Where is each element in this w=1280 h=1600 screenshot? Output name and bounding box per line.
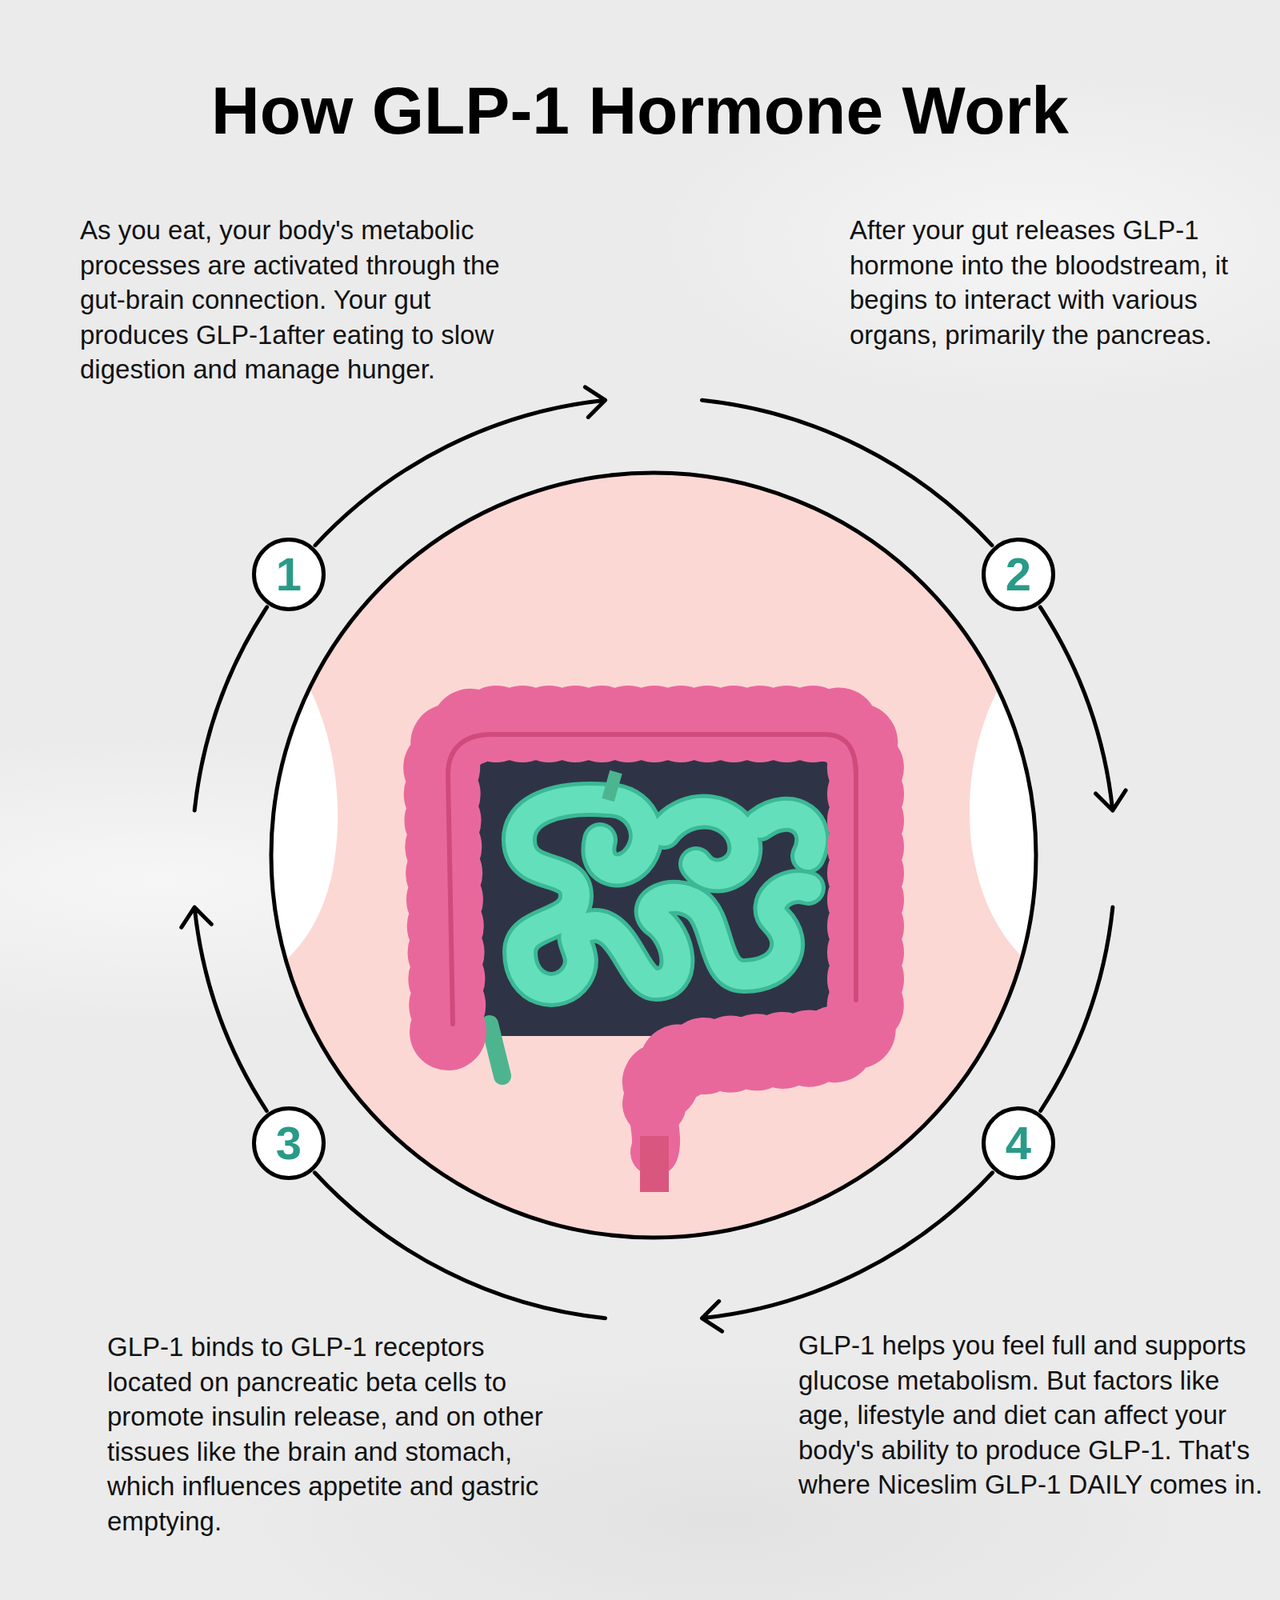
mesentery (608, 772, 616, 800)
cycle-arrow (314, 1172, 992, 1332)
cycle-arrow (1040, 607, 1126, 1112)
callout-number: 1 (276, 551, 302, 598)
torso-silhouette (240, 448, 1072, 1280)
appendix (489, 1024, 503, 1076)
cycle-arrow (315, 387, 992, 546)
step-description: After your gut releases GLP-1 hormone in… (849, 212, 1266, 352)
cycle-arrow-line (181, 607, 268, 1112)
small-intestine-outline (519, 799, 812, 990)
large-intestine (441, 724, 866, 1192)
step-description: GLP-1 helps you feel full and supports g… (798, 1328, 1267, 1503)
callout-number-circle: 1 (252, 537, 326, 612)
diagram-title: How GLP-1 Hormone Work (0, 73, 1280, 148)
cycle-arrow-line (314, 1172, 992, 1332)
cycle-arrow-line (315, 387, 992, 546)
callout-number-circle: 2 (981, 537, 1056, 612)
callout-number-circle: 3 (252, 1106, 326, 1180)
callout-number-circle: 4 (981, 1106, 1056, 1180)
step-description: GLP-1 binds to GLP-1 receptors located o… (107, 1329, 556, 1539)
callout-number: 4 (1005, 1120, 1032, 1167)
small-intestine (519, 799, 812, 990)
callout-number: 3 (276, 1120, 302, 1167)
abdominal-cavity (468, 756, 844, 1036)
callout-number: 2 (1005, 551, 1032, 598)
cycle-arrow-line (1040, 607, 1126, 1112)
step-description: As you eat, your body's metabolic proces… (80, 212, 532, 388)
torso-outline (271, 472, 1036, 1238)
cycle-arrow (181, 607, 268, 1112)
